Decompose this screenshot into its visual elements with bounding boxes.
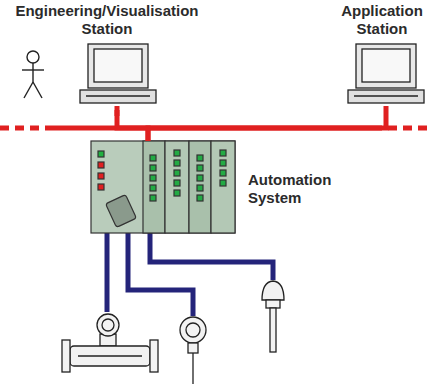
flowmeter [62,314,158,372]
station-label: Automation System [248,171,358,207]
operator-figure [22,51,44,98]
network-link [117,106,148,141]
field-cable [107,232,273,316]
computer-icon [348,44,424,103]
station-label: Engineering/Visualisation Station [0,2,214,38]
automation-node: Automation System [91,141,381,233]
station-node: Engineering/Visualisation Station [0,2,214,106]
network-link [148,106,386,141]
station-label: Application Station [332,2,432,38]
temperature-sensor [262,281,284,352]
automation-rack [91,141,235,233]
transmitter [180,317,206,384]
computer-icon [80,44,156,103]
station-node: Application Station [332,2,432,106]
